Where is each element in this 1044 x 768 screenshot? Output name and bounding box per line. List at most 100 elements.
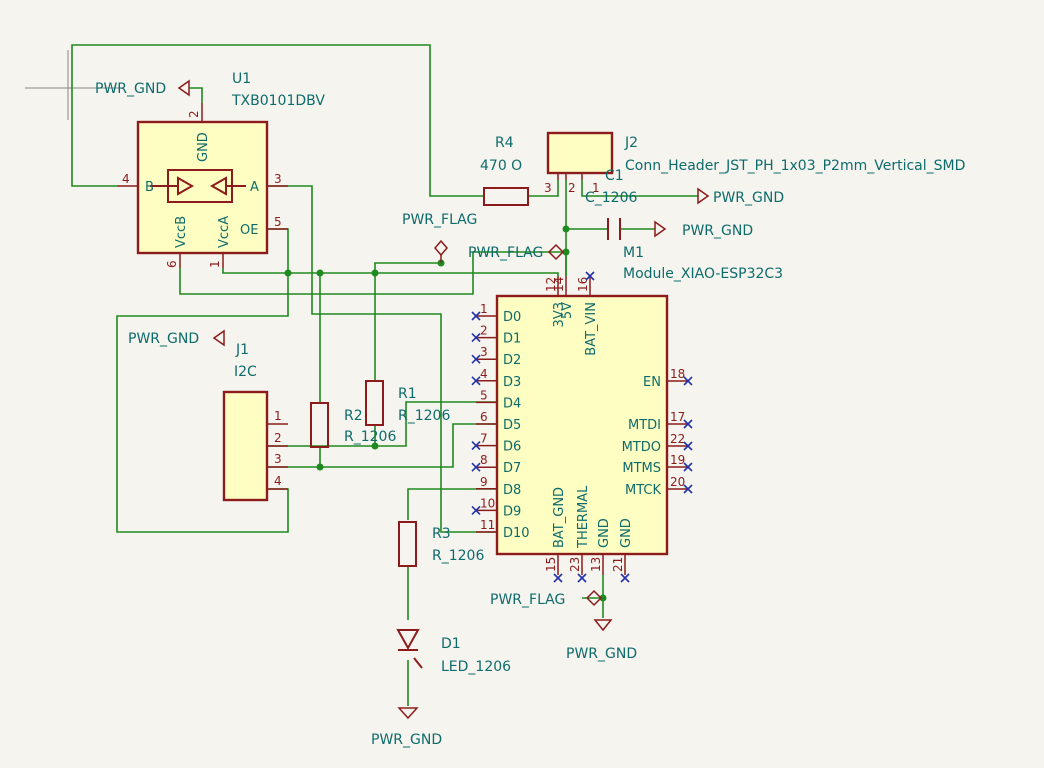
j2-component[interactable]: 3 2 1 J2 Conn_Header_JST_PH_1x03_P2mm_Ve… xyxy=(544,131,965,195)
m1-pin-num: 14 xyxy=(552,277,566,292)
r1-ref: R1 xyxy=(398,386,417,402)
r1-component[interactable]: R1 R_1206 xyxy=(365,380,450,426)
m1-pin-num: 12 xyxy=(544,277,558,292)
wire-d8-r3 xyxy=(407,488,497,520)
pwr-gnd-j2[interactable]: PWR_GND xyxy=(697,187,784,206)
no-connect-icon xyxy=(620,573,630,583)
gnd-icon xyxy=(654,220,667,238)
r1-body xyxy=(365,380,384,426)
m1-value: Module_XIAO-ESP32C3 xyxy=(623,266,783,282)
j2-pin-num-1: 1 xyxy=(592,181,600,195)
m1-pin-num: 9 xyxy=(480,475,488,489)
j2-pin-num-3: 3 xyxy=(544,181,552,195)
j1-value: I2C xyxy=(234,364,257,380)
junction xyxy=(599,594,607,602)
j2-value: Conn_Header_JST_PH_1x03_P2mm_Vertical_SM… xyxy=(625,158,965,174)
pwr-gnd-c1-label: PWR_GND xyxy=(682,223,753,239)
m1-pin-name: D9 xyxy=(503,504,521,519)
u1-pin-a-name: A xyxy=(250,180,259,195)
u1-buffer-symbol xyxy=(150,169,246,203)
pwr-gnd-d1[interactable]: PWR_GND xyxy=(371,707,442,748)
no-connect-icon xyxy=(683,484,693,494)
r2-value: R_1206 xyxy=(344,429,396,445)
no-connect-icon xyxy=(585,271,595,281)
pwr-gnd-c1[interactable]: PWR_GND xyxy=(654,220,753,239)
gnd-icon xyxy=(593,619,613,632)
no-connect-icon xyxy=(471,354,481,364)
flag-icon xyxy=(547,243,565,261)
pwr-flag-3v3-label: PWR_FLAG xyxy=(402,212,477,228)
wire-u1-gnd xyxy=(189,87,203,103)
pwr-flag-gnd-label: PWR_FLAG xyxy=(490,592,565,608)
no-connect-icon xyxy=(471,441,481,451)
pwr-gnd-j1[interactable]: PWR_GND xyxy=(128,329,225,347)
m1-pin-name: BAT_VIN xyxy=(584,302,599,356)
m1-pin-num: 13 xyxy=(589,557,603,572)
m1-pin-num: 23 xyxy=(568,557,582,572)
u1-ref: U1 xyxy=(232,71,251,87)
m1-pin-name: MTCK xyxy=(625,483,661,498)
m1-pin-num: 5 xyxy=(480,388,488,402)
m1-pin-num: 16 xyxy=(576,277,590,292)
r4-component[interactable]: R4 470 O xyxy=(480,135,529,206)
wire-oe xyxy=(267,228,289,273)
m1-pin-num: 22 xyxy=(670,432,685,446)
u1-pin-num-vcca: 1 xyxy=(208,260,222,268)
r2-ref: R2 xyxy=(344,408,363,424)
no-connect-icon xyxy=(683,462,693,472)
d1-component[interactable]: D1 LED_1206 xyxy=(396,629,511,675)
junction xyxy=(562,225,570,233)
m1-pin-num: 11 xyxy=(480,518,495,532)
u1-component[interactable]: U1 TXB0101DBV GND B A OE VccB VccA 2 4 3… xyxy=(117,71,325,268)
no-connect-icon xyxy=(471,333,481,343)
pwr-flag-gnd[interactable]: PWR_FLAG xyxy=(490,589,603,608)
r2-component[interactable]: R2 R_1206 xyxy=(310,402,396,448)
m1-body xyxy=(495,294,669,556)
j1-component[interactable]: 1 2 3 4 J1 I2C xyxy=(222,342,288,502)
r4-body xyxy=(483,187,529,206)
m1-pin-name: MTDO xyxy=(622,440,661,455)
wire-b-net xyxy=(71,44,484,197)
m1-pin-name: THERMAL xyxy=(576,485,591,549)
r3-value: R_1206 xyxy=(432,548,484,564)
pwr-flag-3v3[interactable]: PWR_FLAG xyxy=(402,212,477,263)
j1-ref: J1 xyxy=(235,342,249,358)
m1-pin-name: D4 xyxy=(503,396,521,411)
m1-component[interactable]: M1 Module_XIAO-ESP32C3 3V3125V14BAT_VIN1… xyxy=(471,245,783,583)
m1-pin-name: D7 xyxy=(503,461,521,476)
m1-pin-name: D5 xyxy=(503,418,521,433)
pwr-gnd-u1[interactable]: PWR_GND xyxy=(95,79,190,97)
u1-pin-num-b: 4 xyxy=(122,172,130,186)
pwr-gnd-j2-label: PWR_GND xyxy=(713,190,784,206)
junction xyxy=(371,269,379,277)
pwr-flag-5v[interactable]: PWR_FLAG xyxy=(468,243,565,261)
m1-pin-name: 3V3 xyxy=(552,302,567,327)
no-connect-icon xyxy=(683,376,693,386)
m1-pin-num: 21 xyxy=(611,557,625,572)
junction xyxy=(316,463,324,471)
junction xyxy=(371,442,379,450)
gnd-icon xyxy=(697,187,710,205)
wire-vcca xyxy=(222,268,559,276)
m1-pin-name: D2 xyxy=(503,353,521,368)
m1-pin-name: D10 xyxy=(503,526,530,541)
pwr-gnd-m1-label: PWR_GND xyxy=(566,646,637,662)
pwr-gnd-u1-label: PWR_GND xyxy=(95,81,166,97)
m1-pin-num: 4 xyxy=(480,367,488,381)
r3-component[interactable]: R3 R_1206 xyxy=(398,521,484,567)
no-connect-icon xyxy=(683,441,693,451)
c1-component[interactable]: C1 C_1206 xyxy=(585,168,637,240)
wire-j1-pin2 xyxy=(267,401,497,447)
pwr-gnd-j1-label: PWR_GND xyxy=(128,331,199,347)
led-arrow-1 xyxy=(413,657,423,669)
wire-a-net xyxy=(267,185,497,533)
m1-pin-num: 19 xyxy=(670,453,685,467)
u1-pin-vccb-name: VccB xyxy=(174,216,189,248)
wire-vccb xyxy=(179,251,566,295)
m1-pin-num: 6 xyxy=(480,410,488,424)
pwr-gnd-m1[interactable]: PWR_GND xyxy=(566,619,637,662)
d1-value: LED_1206 xyxy=(441,659,511,675)
c1-value: C_1206 xyxy=(585,190,637,206)
